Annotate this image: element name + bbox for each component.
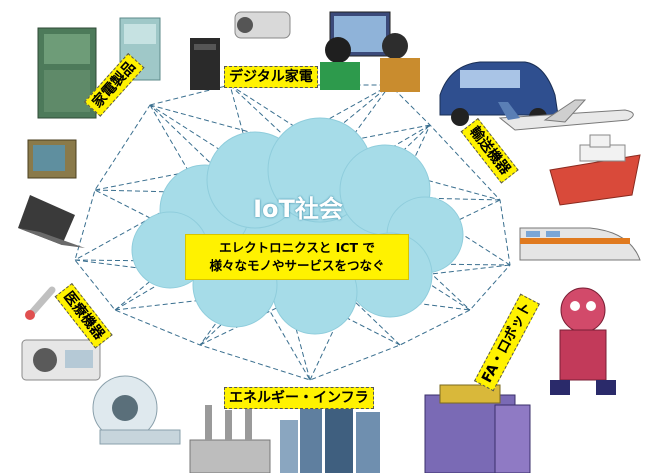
cloud-line-2: 様々なモノやサービスをつなぐ xyxy=(209,258,385,273)
crt-tv-icon xyxy=(27,139,77,179)
factory-robot-icon xyxy=(424,384,531,473)
city-buildings-icon xyxy=(280,390,380,473)
ship-icon xyxy=(549,134,641,206)
cloud-title: IoT社会 xyxy=(253,195,343,223)
airplane-icon xyxy=(498,99,634,131)
label-energy-infrastructure: エネルギー・インフラ xyxy=(224,387,374,409)
mri-scanner-icon xyxy=(92,375,181,445)
train-icon xyxy=(519,227,641,261)
label-digital-appliances: デジタル家電 xyxy=(224,66,318,88)
video-camera-icon xyxy=(234,11,291,39)
cloud-line-1: エレクトロニクスと ICT で xyxy=(219,240,375,255)
desktop-pc-icon xyxy=(190,38,220,90)
people-at-computer-icon xyxy=(320,11,420,92)
car-icon xyxy=(439,61,559,126)
robot-icon xyxy=(550,287,616,395)
thermometer-icon xyxy=(25,286,56,320)
cloud-description: エレクトロニクスと ICT で 様々なモノやサービスをつなぐ xyxy=(185,234,409,280)
blood-analyzer-icon xyxy=(21,339,101,381)
factory-icon xyxy=(189,400,271,473)
laptop-icon xyxy=(18,195,85,248)
